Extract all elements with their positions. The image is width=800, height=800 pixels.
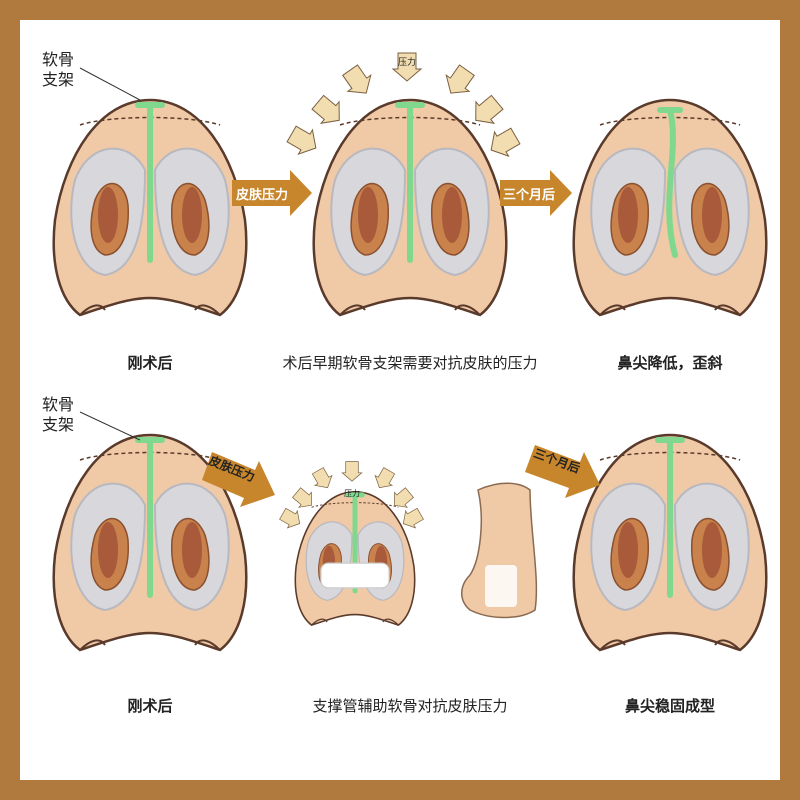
arrow-skin-pressure-row1: [232, 170, 312, 216]
nose-illustration-row1-b: [312, 98, 508, 317]
pressure-word-row2: 压力: [344, 489, 360, 498]
caption-row1-early-stage: 术后早期软骨支架需要对抗皮肤的压力: [282, 354, 538, 372]
framework-label-line2: 支架: [42, 70, 75, 89]
nose-illustration-row2-a: [52, 433, 248, 652]
caption-row2-after-surgery: 刚术后: [127, 697, 173, 715]
framework-label-line1: 软骨: [42, 50, 75, 69]
framework-label-row2: 软骨 支架: [42, 395, 74, 435]
pointer-line-row1: [79, 67, 141, 101]
pressure-word-row1: 压力: [398, 58, 417, 68]
nose-illustration-row2-b: [294, 491, 416, 626]
caption-row2-support-tube: 支撑管辅助软骨对抗皮肤压力: [312, 697, 508, 715]
nose-illustration-row1-c: [572, 98, 768, 317]
arrow-three-months-row1: [500, 170, 572, 216]
caption-row1-result: 鼻尖降低，歪斜: [617, 354, 723, 372]
pointer-line-row2: [79, 411, 141, 441]
nose-illustration-row1-a: [52, 98, 248, 317]
arrow-text-three-months-row1: 三个月后: [503, 188, 556, 203]
caption-row2-result: 鼻尖稳固成型: [624, 697, 715, 715]
caption-row1-after-surgery: 刚术后: [127, 354, 173, 372]
arrow-text-skin-pressure-row1: 皮肤压力: [236, 188, 289, 203]
nasal-splint-illustration: [461, 482, 538, 619]
nose-illustration-row2-c: [572, 433, 768, 652]
arrow-skin-pressure-row2: [202, 452, 275, 507]
framework-label-row1: 软骨 支架: [42, 50, 74, 90]
framework-label-line1: 软骨: [42, 395, 75, 414]
arrow-three-months-row2: [525, 445, 600, 498]
framework-label-line2: 支架: [42, 415, 75, 434]
